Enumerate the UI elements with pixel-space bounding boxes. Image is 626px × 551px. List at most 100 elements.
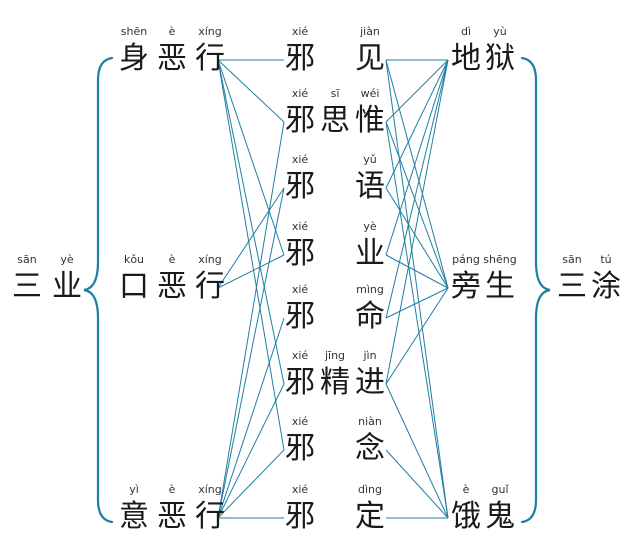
pinyin: è <box>462 483 470 496</box>
right-link <box>385 254 449 289</box>
hanzi: 旁 <box>451 269 481 304</box>
hanzi: 地 <box>451 41 481 76</box>
left-link <box>217 254 285 289</box>
left-link <box>217 59 285 256</box>
hanzi: 定 <box>355 499 385 534</box>
pinyin: yù <box>493 25 507 38</box>
right-link <box>385 449 449 519</box>
hanzi: 恶 <box>157 499 187 534</box>
pinyin: è <box>168 25 176 38</box>
pinyin: xié <box>291 220 309 233</box>
left-link <box>217 59 285 451</box>
pinyin: shēng <box>483 253 517 266</box>
pinyin: niàn <box>358 415 382 428</box>
hanzi: 命 <box>355 299 385 334</box>
pinyin: yǔ <box>363 153 377 166</box>
hanzi: 进 <box>355 365 385 400</box>
pinyin: xié <box>291 283 309 296</box>
pinyin: kǒu <box>123 253 145 266</box>
pinyin: guǐ <box>491 483 509 496</box>
pinyin: jìn <box>363 349 377 362</box>
hanzi: 三 <box>557 269 587 304</box>
hanzi: 恶 <box>157 41 187 76</box>
pinyin: jiàn <box>360 25 380 38</box>
pinyin: tú <box>600 253 612 266</box>
left-link <box>217 187 285 519</box>
pinyin: xíng <box>198 483 222 496</box>
hanzi: 身 <box>119 41 149 76</box>
hanzi: 邪 <box>285 499 315 534</box>
hanzi: 行 <box>195 41 225 76</box>
pinyin: dìng <box>358 483 382 496</box>
hanzi: 语 <box>355 169 385 204</box>
pinyin: shēn <box>120 25 148 38</box>
hanzi: 业 <box>52 269 82 304</box>
hanzi: 惟 <box>355 103 385 138</box>
hanzi: 意 <box>119 499 149 534</box>
right-link <box>385 59 449 385</box>
hanzi: 邪 <box>285 236 315 271</box>
right-link <box>385 59 449 289</box>
pinyin: wéi <box>360 87 380 100</box>
hanzi: 口 <box>119 269 149 304</box>
hanzi: 行 <box>195 499 225 534</box>
hanzi: 精 <box>320 365 350 400</box>
hanzi: 邪 <box>285 103 315 138</box>
pinyin: xié <box>291 349 309 362</box>
hanzi: 鬼 <box>485 499 515 534</box>
pinyin: sī <box>330 87 340 100</box>
hanzi: 业 <box>355 236 385 271</box>
hanzi: 狱 <box>485 41 515 76</box>
hanzi: 邪 <box>285 431 315 466</box>
pinyin: xié <box>291 25 309 38</box>
right-link <box>385 287 449 385</box>
right-link <box>385 121 449 289</box>
pinyin: sān <box>17 253 37 266</box>
left-link <box>217 383 285 519</box>
right-link <box>385 121 449 519</box>
pinyin: yì <box>129 483 139 496</box>
left-link <box>217 59 285 385</box>
pinyin: dì <box>460 25 472 38</box>
hanzi: 涂 <box>591 269 621 304</box>
pinyin: xié <box>291 87 309 100</box>
right-brace <box>520 56 551 524</box>
pinyin: mìng <box>356 283 384 296</box>
hanzi: 饿 <box>451 499 481 534</box>
pinyin: yè <box>363 220 377 233</box>
left-link <box>217 187 285 289</box>
hanzi: 邪 <box>285 365 315 400</box>
right-link <box>385 59 449 123</box>
pinyin: è <box>168 253 176 266</box>
pinyin: páng <box>452 253 480 266</box>
right-link <box>385 59 449 189</box>
hanzi: 思 <box>320 103 350 138</box>
hanzi: 生 <box>485 269 515 304</box>
left-link <box>217 449 285 519</box>
pinyin: xié <box>291 153 309 166</box>
right-link <box>385 59 449 319</box>
right-link <box>385 59 449 519</box>
hanzi: 邪 <box>285 41 315 76</box>
hanzi: 邪 <box>285 299 315 334</box>
pinyin: è <box>168 483 176 496</box>
right-link <box>385 287 449 319</box>
pinyin: xié <box>291 483 309 496</box>
pinyin: xíng <box>198 25 222 38</box>
hanzi: 恶 <box>157 269 187 304</box>
pinyin: sān <box>562 253 582 266</box>
left-brace <box>83 56 114 524</box>
pinyin: yè <box>60 253 74 266</box>
hanzi: 念 <box>355 431 385 466</box>
left-link <box>217 121 285 519</box>
hanzi: 邪 <box>285 169 315 204</box>
hanzi: 三 <box>12 269 42 304</box>
hanzi: 见 <box>355 41 385 76</box>
pinyin: xié <box>291 415 309 428</box>
left-link <box>217 59 285 123</box>
left-link <box>217 317 285 519</box>
right-link <box>385 187 449 289</box>
right-link <box>385 59 449 256</box>
